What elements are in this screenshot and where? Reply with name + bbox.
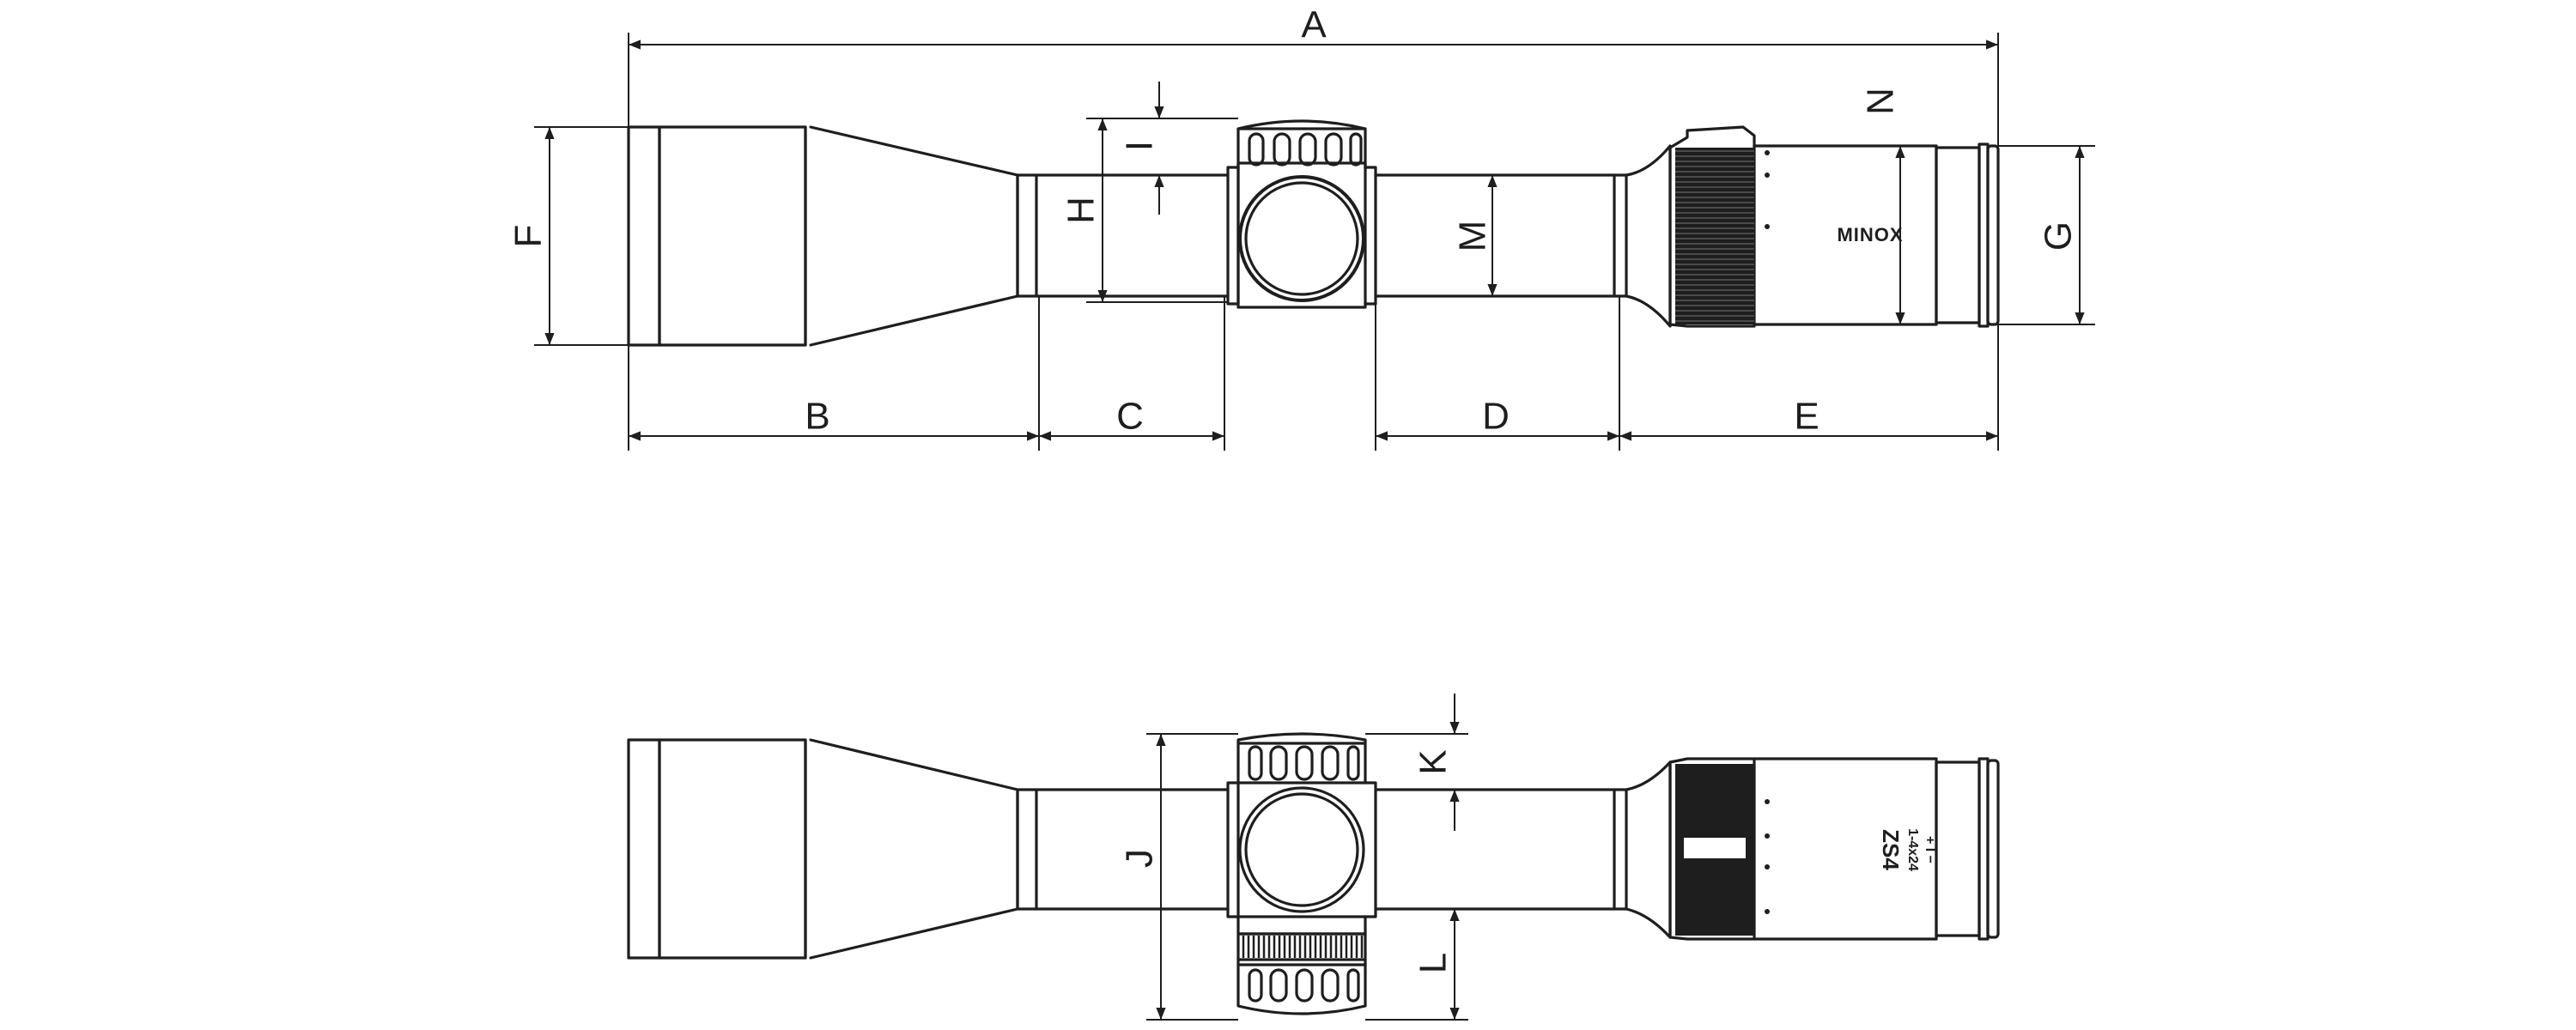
dimension-lines-top: A B C D E F G: [507, 4, 2095, 451]
knurl-band-top: [1675, 148, 1754, 324]
main-tube-rear-top: [1364, 144, 1672, 328]
dim-label-e: E: [1794, 396, 1819, 438]
dim-label-m: M: [1452, 221, 1494, 252]
dim-label-l: L: [1413, 953, 1455, 973]
main-tube-front-side: [1016, 781, 1240, 918]
dimension-lines-side: J K L: [1119, 694, 1468, 1021]
dim-label-g: G: [2038, 221, 2080, 251]
turret-housing-top: [1236, 119, 1367, 309]
main-tube-rear-side: [1364, 760, 1672, 939]
objective-bell-top: [627, 125, 1019, 347]
top-view: MINOX A B C D: [507, 4, 2095, 451]
dim-label-d: D: [1482, 396, 1510, 438]
dim-label-a: A: [1301, 4, 1327, 46]
model-sub-label: 1-4x24: [1905, 828, 1920, 871]
turret-housing-side: [1236, 732, 1367, 1015]
dim-label-k: K: [1413, 749, 1455, 774]
objective-bell-side: [627, 738, 1019, 960]
dim-label-n: N: [1860, 88, 1902, 115]
diopter-marks: + I −: [1923, 836, 1937, 863]
dim-label-c: C: [1116, 396, 1144, 438]
brand-logo: MINOX: [1837, 224, 1903, 245]
dim-label-h: H: [1060, 197, 1103, 224]
magnification-ring-top: MINOX: [1668, 125, 2000, 328]
dim-label-f: F: [507, 225, 550, 248]
model-label: ZS4: [1878, 829, 1904, 870]
dim-label-j: J: [1119, 849, 1161, 868]
main-tube-front-top: [1016, 166, 1240, 306]
dim-label-b: B: [805, 396, 829, 438]
side-view: ZS4 1-4x24 + I − J K L: [627, 694, 2000, 1021]
dim-label-i: I: [1119, 141, 1161, 151]
magnification-ring-side: ZS4 1-4x24 + I −: [1668, 757, 2000, 941]
